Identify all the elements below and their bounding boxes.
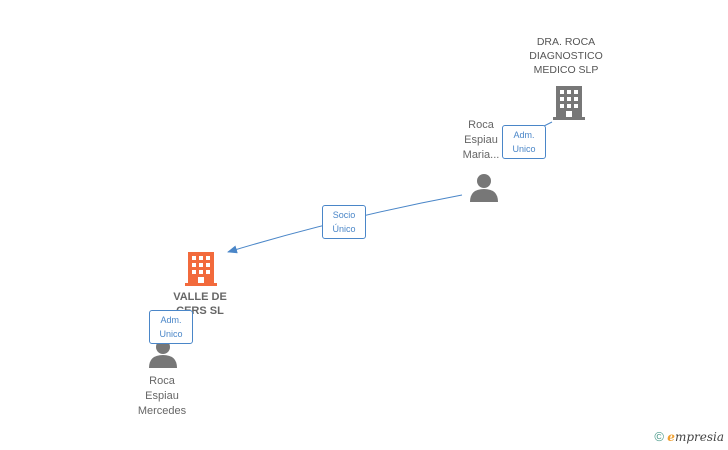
- label-line: Roca: [149, 375, 175, 387]
- edge-label-socio-unico[interactable]: Socio Único: [322, 205, 366, 239]
- brand-logo-initial: e: [667, 430, 675, 444]
- label-line: Mercedes: [137, 405, 187, 417]
- edge-label-adm-unico-bottom[interactable]: Adm. Unico: [149, 310, 193, 344]
- label-line: DRA. ROCA: [536, 36, 596, 48]
- building-icon[interactable]: [553, 84, 585, 120]
- badge-line: Adm.: [513, 130, 535, 140]
- label-line: VALLE DE: [173, 291, 227, 303]
- label-line: MEDICO SLP: [533, 64, 599, 76]
- label-line: Maria...: [462, 149, 500, 161]
- label-line: Espiau: [145, 390, 179, 402]
- badge-line: Único: [332, 224, 356, 234]
- badge-line: Socio: [332, 210, 356, 220]
- label-line: DIAGNOSTICO: [529, 50, 603, 62]
- company-label-dra-roca[interactable]: DRA. ROCA DIAGNOSTICO MEDICO SLP: [516, 35, 616, 77]
- person-icon[interactable]: [469, 172, 499, 202]
- building-icon[interactable]: [185, 250, 217, 286]
- person-label-roca-mercedes[interactable]: Roca Espiau Mercedes: [126, 374, 198, 419]
- person-label-roca-maria[interactable]: Roca Espiau Maria...: [451, 118, 511, 163]
- label-line: Espiau: [464, 134, 498, 146]
- badge-line: Unico: [512, 144, 536, 154]
- label-line: Roca: [468, 119, 494, 131]
- brand-logo-text: mpresia: [674, 430, 724, 444]
- badge-line: Adm.: [160, 315, 182, 325]
- copyright-icon: ©: [654, 429, 664, 444]
- edge-label-adm-unico-top[interactable]: Adm. Unico: [502, 125, 546, 159]
- brand-footer: © empresia: [654, 429, 724, 444]
- badge-line: Unico: [159, 329, 183, 339]
